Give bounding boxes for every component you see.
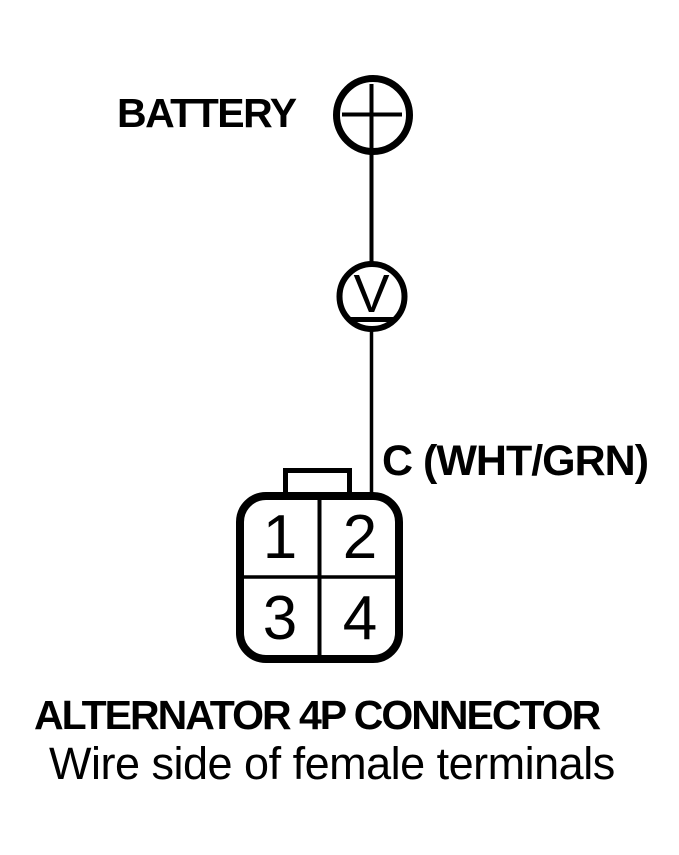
pin-cell-2: 2 [342, 502, 378, 572]
connector-caption-subtitle: Wire side of female terminals [49, 738, 615, 789]
pin-cell-4: 4 [342, 584, 378, 653]
pin-cell-1: 1 [262, 502, 298, 572]
voltmeter-glyph: V [348, 267, 395, 323]
pin-cell-3: 3 [262, 584, 298, 653]
connector-caption-title: ALTERNATOR 4P CONNECTOR [34, 692, 601, 738]
battery-label: BATTERY [117, 90, 297, 136]
wire-terminal-label: C (WHT/GRN) [382, 437, 649, 485]
voltmeter-symbol: V [338, 264, 405, 330]
